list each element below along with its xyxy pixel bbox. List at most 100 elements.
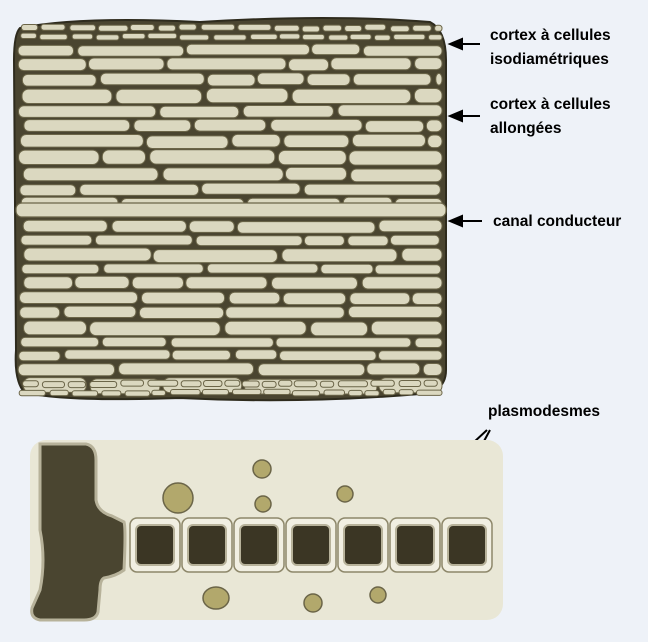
cell xyxy=(264,389,290,394)
cell xyxy=(204,381,223,387)
cell xyxy=(391,235,440,245)
cell xyxy=(276,338,411,348)
cell xyxy=(415,58,442,70)
cell xyxy=(283,293,346,305)
cell xyxy=(232,134,280,147)
cell xyxy=(134,120,191,132)
cell xyxy=(428,135,442,148)
cell xyxy=(21,33,37,38)
cell xyxy=(80,184,199,195)
cell xyxy=(379,351,443,361)
organelle xyxy=(304,594,322,612)
cell xyxy=(23,168,158,181)
cell xyxy=(148,380,178,386)
organelle xyxy=(370,587,386,603)
cell xyxy=(21,25,37,31)
cell xyxy=(251,34,278,39)
cell xyxy=(399,381,421,387)
cell xyxy=(294,381,317,387)
cell xyxy=(424,380,437,386)
cell xyxy=(23,381,39,387)
cell xyxy=(194,119,265,131)
cell xyxy=(125,391,150,396)
cell xyxy=(412,293,442,305)
arrow-cortex-elongated xyxy=(450,111,480,121)
cell xyxy=(153,250,277,263)
cell xyxy=(70,25,96,31)
organelle xyxy=(253,460,271,478)
cell xyxy=(271,119,362,131)
cell xyxy=(172,350,230,360)
cell xyxy=(20,307,60,318)
tissue-section xyxy=(14,18,446,400)
cell xyxy=(139,307,223,318)
cell xyxy=(365,391,379,396)
cell xyxy=(72,391,98,396)
cell xyxy=(229,292,280,304)
plasmodesma xyxy=(448,525,486,565)
label-cortex-elong-line2: allongées xyxy=(490,117,611,141)
organelle xyxy=(337,486,353,502)
cell xyxy=(338,105,442,117)
cell xyxy=(90,322,221,336)
label-cortex-iso-line2: isodiamétriques xyxy=(490,48,611,72)
label-cortex-elong-line1: cortex à cellules xyxy=(490,93,611,117)
cell xyxy=(100,73,204,85)
cell xyxy=(122,34,145,39)
cell xyxy=(21,337,99,347)
cell xyxy=(20,292,138,304)
cell xyxy=(95,235,192,245)
cell xyxy=(24,248,151,261)
cell xyxy=(238,24,271,30)
cell xyxy=(50,390,68,395)
cell xyxy=(65,350,170,360)
cell xyxy=(304,236,344,246)
cell xyxy=(24,321,87,335)
cell xyxy=(132,277,183,289)
cell xyxy=(302,26,319,32)
cell xyxy=(20,135,143,148)
cell xyxy=(292,89,411,103)
organelle xyxy=(163,483,193,513)
cell xyxy=(280,351,377,361)
cell xyxy=(146,136,228,149)
plasmodesma xyxy=(396,525,434,565)
cell xyxy=(350,293,410,305)
cell xyxy=(257,73,304,85)
cell xyxy=(102,391,121,396)
cell xyxy=(142,292,225,304)
cell xyxy=(379,220,442,232)
cell xyxy=(324,390,345,395)
cell xyxy=(292,391,319,396)
cell xyxy=(278,150,346,164)
cell xyxy=(363,46,442,57)
cell xyxy=(226,307,345,318)
conducting-canal xyxy=(16,203,446,217)
cell xyxy=(20,185,76,196)
cell xyxy=(206,88,288,102)
cell xyxy=(104,264,204,273)
cell xyxy=(345,26,362,32)
cell xyxy=(435,25,442,31)
cell xyxy=(42,382,64,388)
cell xyxy=(116,89,202,103)
cell xyxy=(282,249,397,262)
cell xyxy=(186,44,309,55)
cell xyxy=(196,236,302,246)
cell xyxy=(64,306,136,317)
cell xyxy=(307,74,350,86)
cell xyxy=(414,89,442,103)
cell xyxy=(383,389,395,394)
cell xyxy=(78,46,184,57)
label-cortex-elongated: cortex à cellules allongées xyxy=(490,93,611,141)
cell xyxy=(365,24,386,30)
cell xyxy=(413,25,432,31)
plasmodesma xyxy=(188,525,226,565)
cell xyxy=(19,390,45,395)
cell xyxy=(329,35,348,40)
cell xyxy=(286,167,347,180)
cell xyxy=(350,34,371,39)
cell xyxy=(24,120,130,132)
cell xyxy=(202,390,228,395)
cell xyxy=(214,35,247,40)
